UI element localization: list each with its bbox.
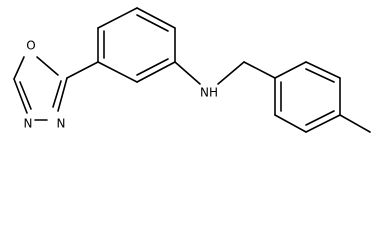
bond-tolyl-4	[305, 114, 341, 133]
tolyl-ring	[274, 61, 341, 133]
central-benzene-ring	[97, 7, 176, 83]
bond-benzene-inner-2	[136, 14, 169, 32]
oxadiazole-ring	[13, 56, 68, 121]
molecule-drawing: O N N NH	[13, 7, 371, 133]
bond-benzene-2	[97, 7, 138, 29]
bond-c2-n3	[13, 78, 28, 114]
oxygen-atom-label: O	[26, 39, 35, 53]
bond-benzene-inner-3	[136, 58, 169, 76]
amine-atom-label: NH	[200, 86, 218, 100]
bond-n4-c5	[57, 77, 68, 112]
bond-tolyl-methyl	[339, 114, 371, 133]
bond-tolyl-inner-2	[305, 110, 335, 126]
bond-oxadiazole-phenyl	[66, 61, 99, 79]
bond-benzene-5	[136, 61, 176, 83]
bond-benzene-3	[136, 7, 176, 29]
bond-tolyl-inner-1	[305, 68, 335, 83]
chemical-structure-canvas: O N N NH	[13, 7, 371, 133]
nitrogen-atom-label-1: N	[24, 117, 33, 131]
bond-o1-c2	[13, 56, 25, 80]
nitrogen-atom-label-2: N	[57, 117, 66, 131]
bond-tolyl-1	[274, 61, 307, 79]
bond-ch2-tolyl	[243, 61, 276, 79]
bond-tolyl-5	[274, 114, 307, 133]
bond-nh-ch2	[217, 61, 245, 85]
bond-c2-n3-inner	[19, 81, 32, 110]
bond-phenyl-nh	[174, 61, 201, 85]
bond-n4-c5-inner	[52, 80, 62, 108]
bond-benzene-6	[97, 61, 138, 83]
bond-tolyl-2	[305, 61, 341, 79]
bond-c5-o1	[36, 56, 59, 76]
